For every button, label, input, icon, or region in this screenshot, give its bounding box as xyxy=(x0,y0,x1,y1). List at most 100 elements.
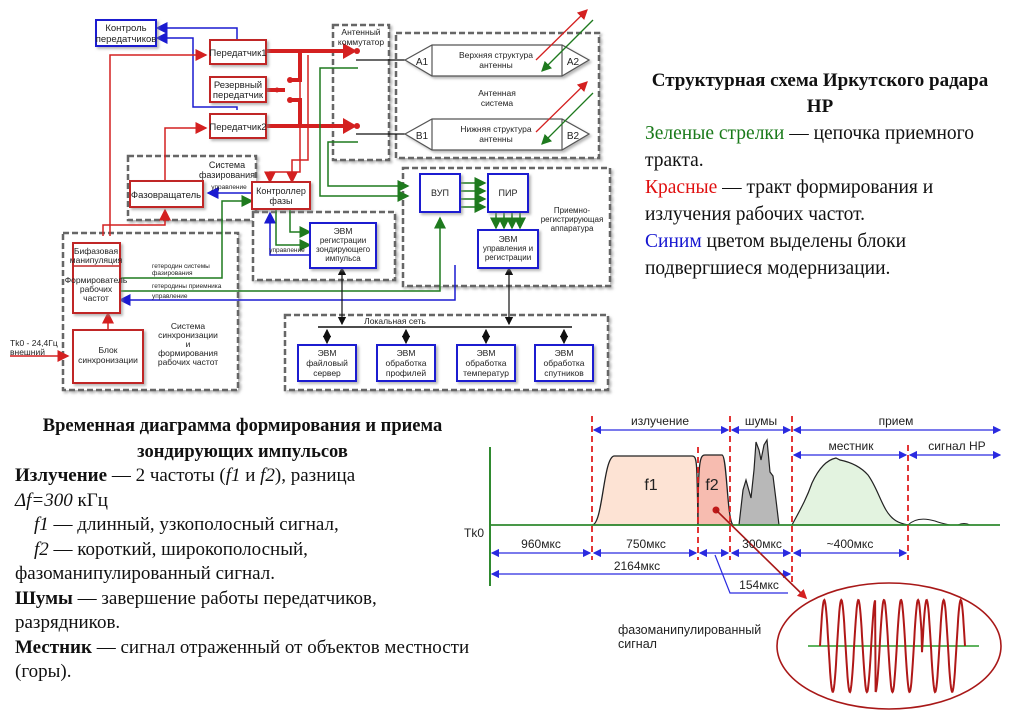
legend-item-blue: Синим цветом выделены блоки подвергшиеся… xyxy=(645,228,1015,282)
label: Нижняя структура xyxy=(460,124,532,134)
local-echo xyxy=(790,457,909,526)
legend-item-green: Зеленые стрелки — цепочка приемного трак… xyxy=(645,120,1015,174)
port-label: A1 xyxy=(416,57,429,68)
duration-label: 2164мкс xyxy=(614,559,660,573)
label: Контроль xyxy=(105,23,146,34)
label: Локальная сеть xyxy=(364,316,426,326)
term: Излучение xyxy=(15,465,108,486)
noise-burst xyxy=(738,438,780,526)
label: ЭВМ xyxy=(334,226,353,236)
timing-diagram: излучение шумы прием местник сигнал НР f… xyxy=(464,414,1002,710)
legend-colored-text: Зеленые стрелки xyxy=(645,123,785,144)
phase-label: излучение xyxy=(631,414,689,428)
vup-block xyxy=(419,173,461,213)
diagram-title: Структурная схема Иркутского радара НР xyxy=(651,70,989,117)
duration-label: 300мкс xyxy=(742,537,782,551)
text: — завершение работы передатчиков, разряд… xyxy=(15,587,377,634)
sync-block xyxy=(72,329,144,384)
term: Местник xyxy=(15,636,92,658)
phase-controller-block xyxy=(251,181,311,210)
antenna-switch-group xyxy=(331,23,391,162)
label: формирования xyxy=(158,348,218,358)
label: Система xyxy=(209,160,245,170)
legend-colored-text: Синим xyxy=(645,231,702,252)
text: f1 xyxy=(34,514,49,535)
pir-block xyxy=(487,173,529,213)
phase-shifter-block xyxy=(129,180,204,208)
text: f1 xyxy=(225,465,241,486)
phase-label: местник xyxy=(829,439,875,453)
wire-label: управление xyxy=(269,247,305,254)
port-label: A2 xyxy=(567,57,580,68)
text: — 2 частоты ( xyxy=(107,465,226,486)
label: спутников xyxy=(544,368,584,378)
text: ), разница xyxy=(274,465,356,486)
label: Передатчик1 xyxy=(209,48,266,59)
duration-label: 960мкс xyxy=(521,537,561,551)
lan-node-satellites xyxy=(534,344,594,382)
external-input-label: внешний xyxy=(10,347,45,357)
noise-paragraph: Шумы — завершение работы передатчиков, р… xyxy=(15,587,470,636)
psk-label: сигнал xyxy=(618,637,657,651)
f1-paragraph: f1 — длинный, узкополосный сигнал, xyxy=(15,513,470,538)
lan-node-temperatures xyxy=(456,344,516,382)
label: антенны xyxy=(479,60,512,70)
text: кГц xyxy=(72,489,108,511)
legend-text: цветом выделены блоки подвергшиеся модер… xyxy=(645,231,907,279)
lan-node-file-server xyxy=(297,344,357,382)
label: файловый xyxy=(306,358,348,368)
label: ЭВМ xyxy=(318,348,337,358)
label: Антенный xyxy=(341,27,380,37)
port-label: B1 xyxy=(416,131,429,142)
label: Контроллер xyxy=(256,186,306,196)
evm-control-block xyxy=(477,229,539,269)
wire-label: управление xyxy=(152,293,188,300)
label: регистрации xyxy=(485,253,531,262)
label: Система xyxy=(171,321,206,331)
label: рабочих xyxy=(80,284,113,294)
label: частот xyxy=(83,293,109,303)
timing-description: Излучение — 2 частоты (f1 и f2), разница… xyxy=(15,464,470,685)
label: и xyxy=(186,339,191,349)
text: — длинный, узкополосный сигнал, xyxy=(48,514,339,535)
legend-text: — тракт формирования и излучения рабочих… xyxy=(645,177,934,225)
legend-colored-text: Красные xyxy=(645,177,718,198)
label: манипуляция xyxy=(70,255,123,265)
local-paragraph: Местник — сигнал отраженный от объектов … xyxy=(15,636,470,685)
f2-paragraph-cont: фазоманипулированный сигнал. xyxy=(15,563,275,584)
pulse-label: f2 xyxy=(705,477,718,494)
label: ЭВМ xyxy=(477,348,496,358)
label: ЭВМ xyxy=(499,234,518,244)
phase-label: прием xyxy=(879,414,914,428)
duration-label: 750мкс xyxy=(626,537,666,551)
timing-title: Временная диаграмма формирования и прием… xyxy=(42,416,443,462)
label: передатчик xyxy=(213,90,264,101)
text: — сигнал отраженный от объектов местност… xyxy=(15,636,470,683)
label: импульса xyxy=(325,254,361,263)
label: антенны xyxy=(479,134,512,144)
label: синхронизации xyxy=(78,355,138,365)
transmitter1-block xyxy=(209,39,267,65)
text: — короткий, широкополосный, xyxy=(48,538,308,560)
label: Передатчик2 xyxy=(209,122,266,133)
label: фазирования xyxy=(199,170,255,180)
label: ВУП xyxy=(431,188,449,198)
psk-label: фазоманипулированный xyxy=(618,623,761,637)
port-label: B2 xyxy=(567,131,580,142)
label: Антенная xyxy=(478,88,516,98)
wire-label: фазирования xyxy=(152,270,193,277)
label: обработка xyxy=(386,358,427,368)
duration-label: ~400мкс xyxy=(827,537,874,551)
label: коммутатор xyxy=(338,37,384,47)
reserve-transmitter-block xyxy=(209,76,267,103)
lan-node-profiles xyxy=(376,344,436,382)
label: система xyxy=(481,98,514,108)
label: зондирующего xyxy=(316,245,371,254)
wire-label: управление xyxy=(211,184,247,191)
label: рабочих частот xyxy=(158,357,218,367)
label: управления и xyxy=(483,244,533,253)
label: сервер xyxy=(313,368,341,378)
psk-waveform xyxy=(819,598,966,694)
label: Блок xyxy=(99,345,118,355)
